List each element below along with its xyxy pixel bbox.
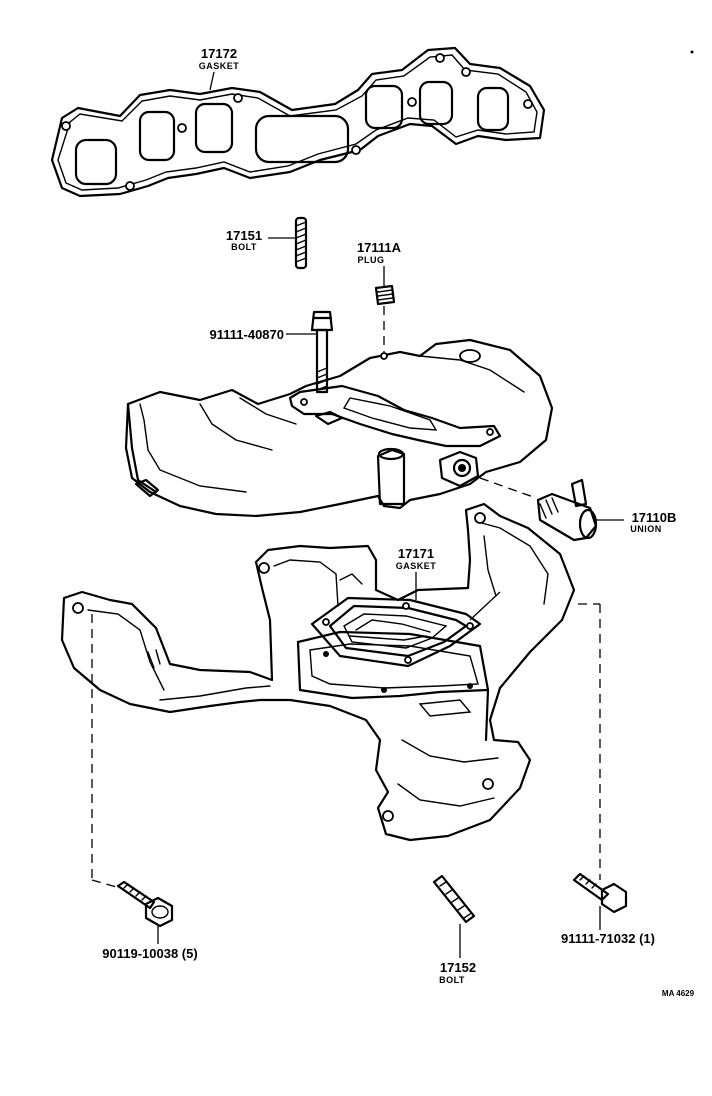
callout-17171: 17171 GASKET [396, 546, 437, 571]
bolt-90119-10038-drawing [116, 880, 174, 944]
callout-17151-name: BOLT [231, 242, 257, 252]
stud-17151-drawing [268, 216, 308, 270]
callout-17111a-name: PLUG [357, 255, 384, 265]
callout-17172: 17172 GASKET [199, 46, 240, 91]
callout-17111a-number: 17111A [357, 240, 402, 255]
callout-17110b: 17110B UNION [630, 510, 676, 534]
callout-91111-71032: 91111-71032 (1) [561, 931, 655, 946]
ink-mark [690, 50, 694, 54]
gasket-17171-drawing [310, 572, 501, 668]
callout-17110b-number: 17110B [632, 510, 677, 525]
callout-17171-name: GASKET [396, 561, 437, 571]
exhaust-manifold-drawing [60, 502, 576, 842]
plug-17111a-drawing [374, 266, 396, 352]
union-17110b-drawing [479, 477, 624, 542]
intake-manifold-drawing [124, 338, 554, 518]
callout-17152: 17152 BOLT [439, 960, 476, 985]
callout-17152-number: 17152 [440, 960, 476, 975]
drawing-code: MA 4629 [662, 989, 695, 998]
callout-91111-40870-number: 91111-40870 [210, 327, 284, 342]
alignment-dashed-lines [91, 603, 601, 889]
callout-91111-71032-number: 91111-71032 (1) [561, 931, 655, 946]
callout-90119-10038: 90119-10038 (5) [102, 946, 197, 961]
callout-17172-number: 17172 [201, 46, 237, 61]
callout-17110b-name: UNION [630, 524, 662, 534]
callout-17111a: 17111A PLUG [357, 240, 402, 265]
bolt-91111-40870-drawing [286, 310, 334, 394]
bolt-91111-71032-drawing [572, 872, 628, 930]
callout-90119-10038-number: 90119-10038 (5) [102, 946, 197, 961]
callout-17172-name: GASKET [199, 61, 240, 71]
callout-17171-number: 17171 [398, 546, 434, 561]
gasket-17172-drawing [50, 46, 546, 198]
stud-17152-drawing [432, 874, 476, 958]
callout-91111-40870: 91111-40870 [210, 327, 284, 342]
callout-17152-name: BOLT [439, 975, 465, 985]
callout-17151-number: 17151 [226, 228, 262, 243]
callout-17151: 17151 BOLT [226, 228, 262, 252]
